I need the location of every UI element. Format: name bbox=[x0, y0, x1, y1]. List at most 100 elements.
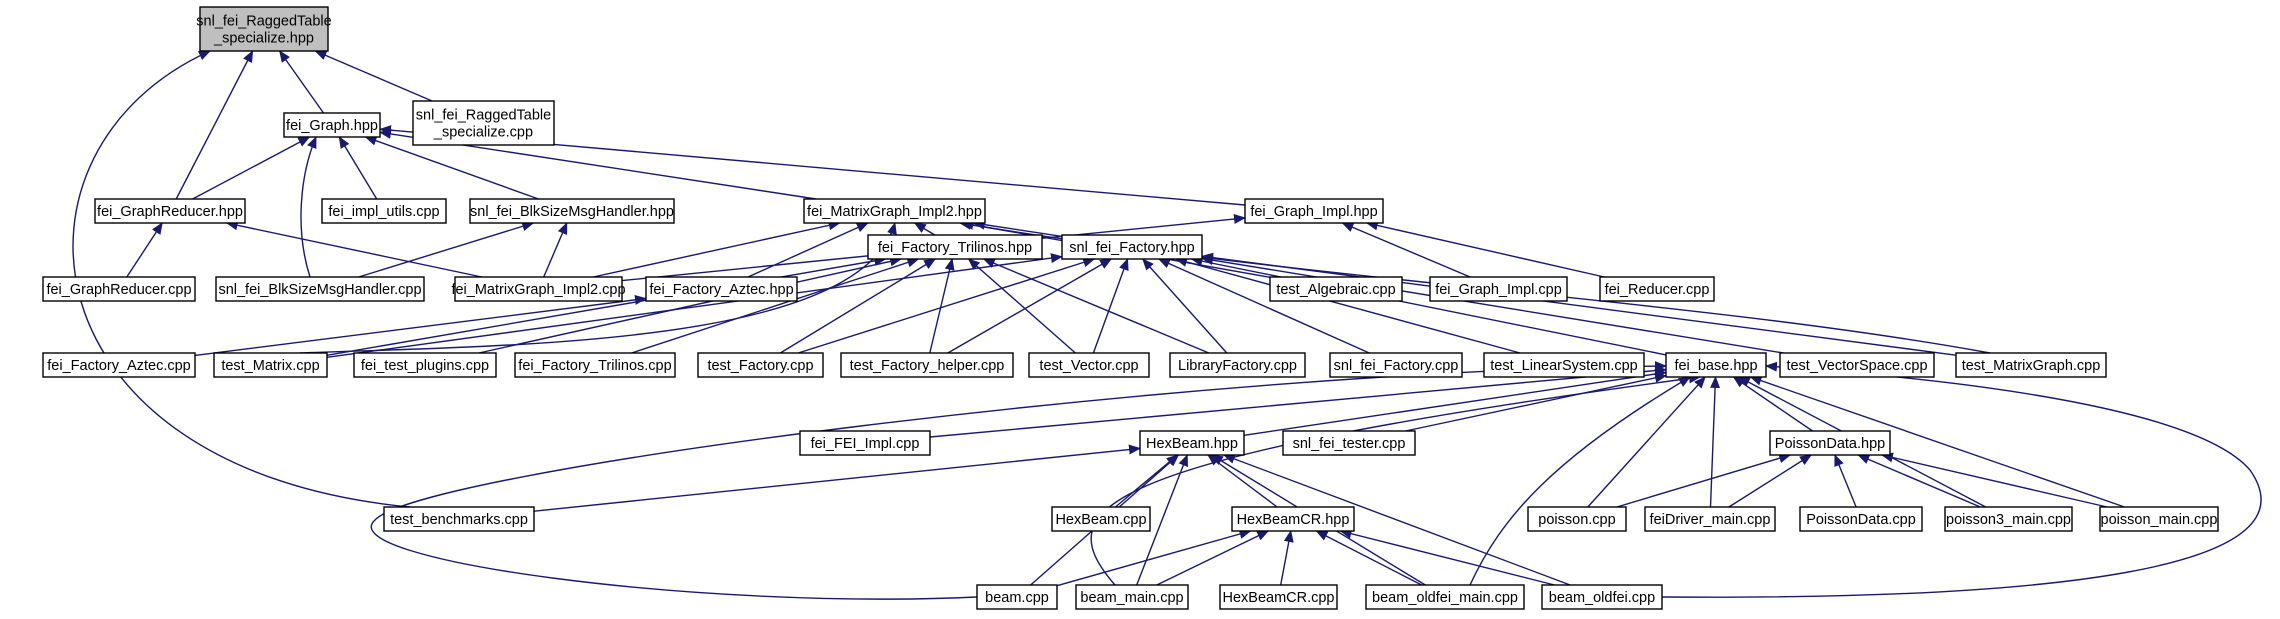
edge-fa_trilinos_cpp-to-fa_trilinos_hpp bbox=[631, 257, 920, 354]
node-label: HexBeam.cpp bbox=[1055, 512, 1146, 528]
edge-graphreducer_hpp-to-root bbox=[175, 50, 254, 200]
edge-beam_oldfei_main-to-hexbeamcr_hpp bbox=[1315, 530, 1422, 586]
node-label: fei_MatrixGraph_Impl2.hpp bbox=[807, 204, 982, 220]
node-box bbox=[42, 276, 196, 302]
node-beam_oldfei_main[interactable]: beam_oldfei_main.cpp bbox=[1365, 584, 1525, 610]
node-beam_cpp[interactable]: beam.cpp bbox=[976, 584, 1058, 610]
edge-beam_main-to-hexbeamcr_hpp bbox=[1156, 530, 1270, 586]
node-rt_cpp[interactable]: snl_fei_RaggedTable_specialize.cpp bbox=[412, 100, 555, 146]
node-box bbox=[1429, 276, 1568, 302]
node-fa_aztec_cpp[interactable]: fei_Factory_Aztec.cpp bbox=[42, 352, 196, 378]
node-test_factory_helper[interactable]: test_Factory_helper.cpp bbox=[840, 352, 1014, 378]
edge-poissondata_cpp-to-poissondata_hpp bbox=[1834, 454, 1857, 508]
edge-test_matrix-to-snl_factory_hpp bbox=[326, 253, 1063, 358]
node-hexbeam_hpp[interactable]: HexBeam.hpp bbox=[1139, 430, 1245, 456]
edge-poisson3-to-poissondata_hpp bbox=[1857, 454, 1981, 508]
edge-graph_hpp-to-root bbox=[279, 50, 325, 114]
edge-mg_impl2_cpp-to-mg_impl2_hpp bbox=[593, 220, 841, 278]
node-label: fei_Reducer.cpp bbox=[1605, 282, 1710, 298]
node-blk_cpp[interactable]: snl_fei_BlkSizeMsgHandler.cpp bbox=[215, 276, 425, 302]
node-snl_factory_hpp[interactable]: snl_fei_Factory.hpp bbox=[1061, 234, 1203, 260]
node-graphreducer_cpp[interactable]: fei_GraphReducer.cpp bbox=[42, 276, 196, 302]
node-label: fei_Factory_Aztec.hpp bbox=[649, 282, 793, 298]
node-mg_impl2_cpp[interactable]: fei_MatrixGraph_Impl2.cpp bbox=[451, 276, 626, 302]
node-blk_hpp[interactable]: snl_fei_BlkSizeMsgHandler.hpp bbox=[469, 198, 675, 224]
node-box bbox=[1139, 430, 1245, 456]
node-reducer_cpp[interactable]: fei_Reducer.cpp bbox=[1599, 276, 1715, 302]
node-hexbeamcr_cpp[interactable]: HexBeamCR.cpp bbox=[1219, 584, 1338, 610]
node-box bbox=[94, 198, 246, 224]
edge-fa_aztec_cpp-to-fa_aztec_hpp bbox=[194, 294, 647, 357]
edge-test_factory_helper-to-snl_factory_hpp bbox=[947, 258, 1113, 354]
node-label: feiDriver_main.cpp bbox=[1650, 512, 1771, 528]
node-box bbox=[1169, 352, 1306, 378]
edge-hexbeamcr_hpp-to-hexbeam_hpp bbox=[1207, 454, 1278, 508]
node-test_algebraic[interactable]: test_Algebraic.cpp bbox=[1269, 276, 1403, 302]
node-test_factory[interactable]: test_Factory.cpp bbox=[697, 352, 824, 378]
node-box bbox=[412, 100, 555, 146]
node-box bbox=[1051, 506, 1151, 532]
node-test_matrix[interactable]: test_Matrix.cpp bbox=[213, 352, 328, 378]
node-graphreducer_hpp[interactable]: fei_GraphReducer.hpp bbox=[94, 198, 246, 224]
node-graph_impl_hpp[interactable]: fei_Graph_Impl.hpp bbox=[1244, 198, 1384, 224]
node-test_vecspace[interactable]: test_VectorSpace.cpp bbox=[1779, 352, 1935, 378]
edge-beam_oldfei_main-to-fei_base bbox=[1469, 376, 1691, 586]
edge-layer bbox=[72, 50, 2262, 600]
node-test_vector[interactable]: test_Vector.cpp bbox=[1028, 352, 1150, 378]
node-label: test_LinearSystem.cpp bbox=[1490, 358, 1638, 374]
node-impl_utils[interactable]: fei_impl_utils.cpp bbox=[321, 198, 447, 224]
node-test_plugins[interactable]: fei_test_plugins.cpp bbox=[353, 352, 497, 378]
node-test_matgraph[interactable]: test_MatrixGraph.cpp bbox=[1955, 352, 2107, 378]
node-box bbox=[1799, 506, 1923, 532]
node-libraryfactory[interactable]: LibraryFactory.cpp bbox=[1169, 352, 1306, 378]
node-feidriver[interactable]: feiDriver_main.cpp bbox=[1644, 506, 1776, 532]
node-test_linsys[interactable]: test_LinearSystem.cpp bbox=[1483, 352, 1645, 378]
node-snl_tester[interactable]: snl_fei_tester.cpp bbox=[1282, 430, 1416, 456]
node-fa_aztec_hpp[interactable]: fei_Factory_Aztec.hpp bbox=[645, 276, 798, 302]
node-fa_trilinos_hpp[interactable]: fei_Factory_Trilinos.hpp bbox=[867, 234, 1043, 260]
node-label: test_Matrix.cpp bbox=[221, 358, 319, 374]
node-hexbeamcr_hpp[interactable]: HexBeamCR.hpp bbox=[1231, 506, 1355, 532]
node-graph_impl_cpp[interactable]: fei_Graph_Impl.cpp bbox=[1429, 276, 1568, 302]
node-label: PoissonData.hpp bbox=[1775, 436, 1885, 452]
edge-poisson_main-to-poissondata_hpp bbox=[1880, 452, 2108, 508]
node-poissondata_cpp[interactable]: PoissonData.cpp bbox=[1799, 506, 1923, 532]
node-fei_base[interactable]: fei_base.hpp bbox=[1665, 352, 1767, 378]
node-beam_oldfei[interactable]: beam_oldfei.cpp bbox=[1541, 584, 1663, 610]
node-mg_impl2_hpp[interactable]: fei_MatrixGraph_Impl2.hpp bbox=[803, 198, 986, 224]
edge-snl_factory_hpp-to-mg_impl2_hpp bbox=[972, 219, 1063, 238]
node-poissondata_hpp[interactable]: PoissonData.hpp bbox=[1769, 430, 1891, 456]
node-label: fei_base.hpp bbox=[1674, 358, 1757, 374]
node-label: snl_fei_RaggedTable bbox=[196, 14, 331, 30]
node-poisson_cpp[interactable]: poisson.cpp bbox=[1527, 506, 1627, 532]
node-fa_trilinos_cpp[interactable]: fei_Factory_Trilinos.cpp bbox=[514, 352, 676, 378]
node-box bbox=[1599, 276, 1715, 302]
node-box bbox=[1075, 584, 1189, 610]
node-label: fei_Graph_Impl.hpp bbox=[1250, 204, 1377, 220]
node-box bbox=[976, 584, 1058, 610]
node-fei_impl_cpp[interactable]: fei_FEI_Impl.cpp bbox=[799, 430, 931, 456]
node-box bbox=[469, 198, 675, 224]
node-graph_hpp[interactable]: fei_Graph.hpp bbox=[283, 112, 381, 138]
node-poisson_main[interactable]: poisson_main.cpp bbox=[2099, 506, 2219, 532]
node-label: test_VectorSpace.cpp bbox=[1786, 358, 1927, 374]
edge-beam_main-to-fei_base bbox=[1090, 373, 1701, 586]
node-label: test_MatrixGraph.cpp bbox=[1962, 358, 2101, 374]
node-label: beam_oldfei.cpp bbox=[1549, 590, 1655, 606]
node-snl_factory_cpp[interactable]: snl_fei_Factory.cpp bbox=[1329, 352, 1463, 378]
node-label: test_Factory.cpp bbox=[707, 358, 813, 374]
node-label: beam.cpp bbox=[985, 590, 1049, 606]
node-label: poisson.cpp bbox=[1538, 512, 1615, 528]
edge-beam_main-to-hexbeam_hpp bbox=[1136, 454, 1188, 586]
node-label: fei_Graph.hpp bbox=[286, 118, 378, 134]
node-box bbox=[199, 6, 329, 52]
edge-mg_impl2_cpp-to-blk_hpp bbox=[543, 222, 568, 278]
node-poisson3[interactable]: poisson3_main.cpp bbox=[1944, 506, 2073, 532]
node-box bbox=[1527, 506, 1627, 532]
node-hexbeam_cpp[interactable]: HexBeam.cpp bbox=[1051, 506, 1151, 532]
node-label: fei_Factory_Trilinos.hpp bbox=[878, 240, 1032, 256]
edge-feidriver-to-poissondata_hpp bbox=[1728, 454, 1812, 508]
node-test_bench[interactable]: test_benchmarks.cpp bbox=[383, 506, 535, 532]
node-beam_main[interactable]: beam_main.cpp bbox=[1075, 584, 1189, 610]
